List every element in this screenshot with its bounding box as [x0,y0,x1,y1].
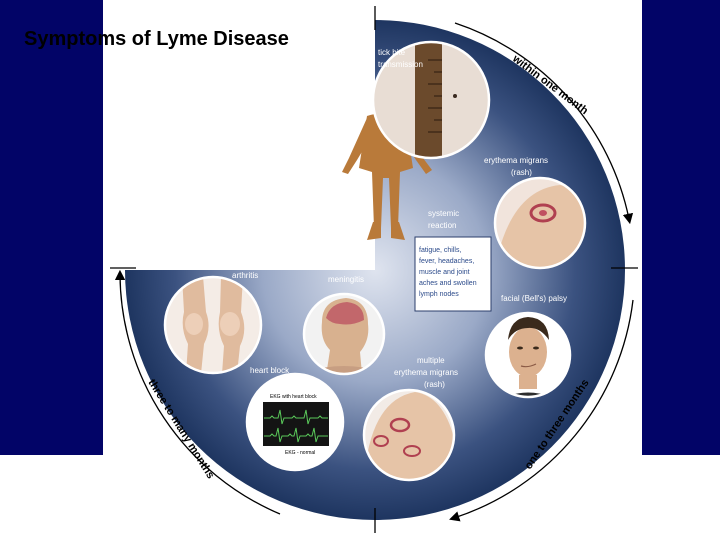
label-tick-bite-line1: tick bite [378,48,406,57]
multiple-erythema-migrans-photo [362,388,456,482]
ekg-heart-block-label: EKG with heart block [270,394,317,400]
systemic-symptoms-line1: fatigue, chills, [419,247,461,254]
right-side-panel [642,0,720,455]
timeline-arc-three-to-many-months [114,269,281,515]
label-arthritis: arthritis [232,271,258,280]
label-systemic-reaction-line2: reaction [428,221,456,230]
systemic-symptoms-line4: aches and swollen [419,280,477,287]
ekg-chart: EKG with heart block EKG - normal [245,372,345,472]
label-multiple-em-line3: (rash) [424,380,445,389]
label-meningitis: meningitis [328,275,364,284]
label-systemic-reaction-line1: systemic [428,209,459,218]
timeline-arc-within-one-month [454,22,634,225]
systemic-symptoms-line3: muscle and joint [419,269,470,276]
systemic-symptoms-line5: lymph nodes [419,291,459,298]
ekg-heart-block-trace [264,409,328,425]
arthritis-knee-photo [163,275,263,375]
label-multiple-em-line1: multiple [417,356,445,365]
slide-title: Symptoms of Lyme Disease [24,28,289,50]
erythema-migrans-photo [493,176,587,270]
systemic-symptoms-box: fatigue, chills, fever, headaches, muscl… [414,236,492,312]
ekg-normal-trace [264,427,328,443]
label-erythema-migrans-line2: (rash) [511,168,532,177]
ekg-normal-label: EKG - normal [285,450,315,456]
left-side-panel [0,0,103,455]
label-tick-bite-line2: transmission [378,60,423,69]
label-facial-palsy: facial (Bell's) palsy [501,294,567,303]
wheel-background [125,20,625,520]
label-heart-block: heart block [250,366,290,375]
label-multiple-em-line2: erythema migrans [394,368,458,377]
systemic-symptoms-line2: fever, headaches, [419,258,474,265]
timeline-arc-one-to-three-months [449,299,634,522]
label-erythema-migrans-line1: erythema migrans [484,156,548,165]
timeline-ring [110,6,638,533]
